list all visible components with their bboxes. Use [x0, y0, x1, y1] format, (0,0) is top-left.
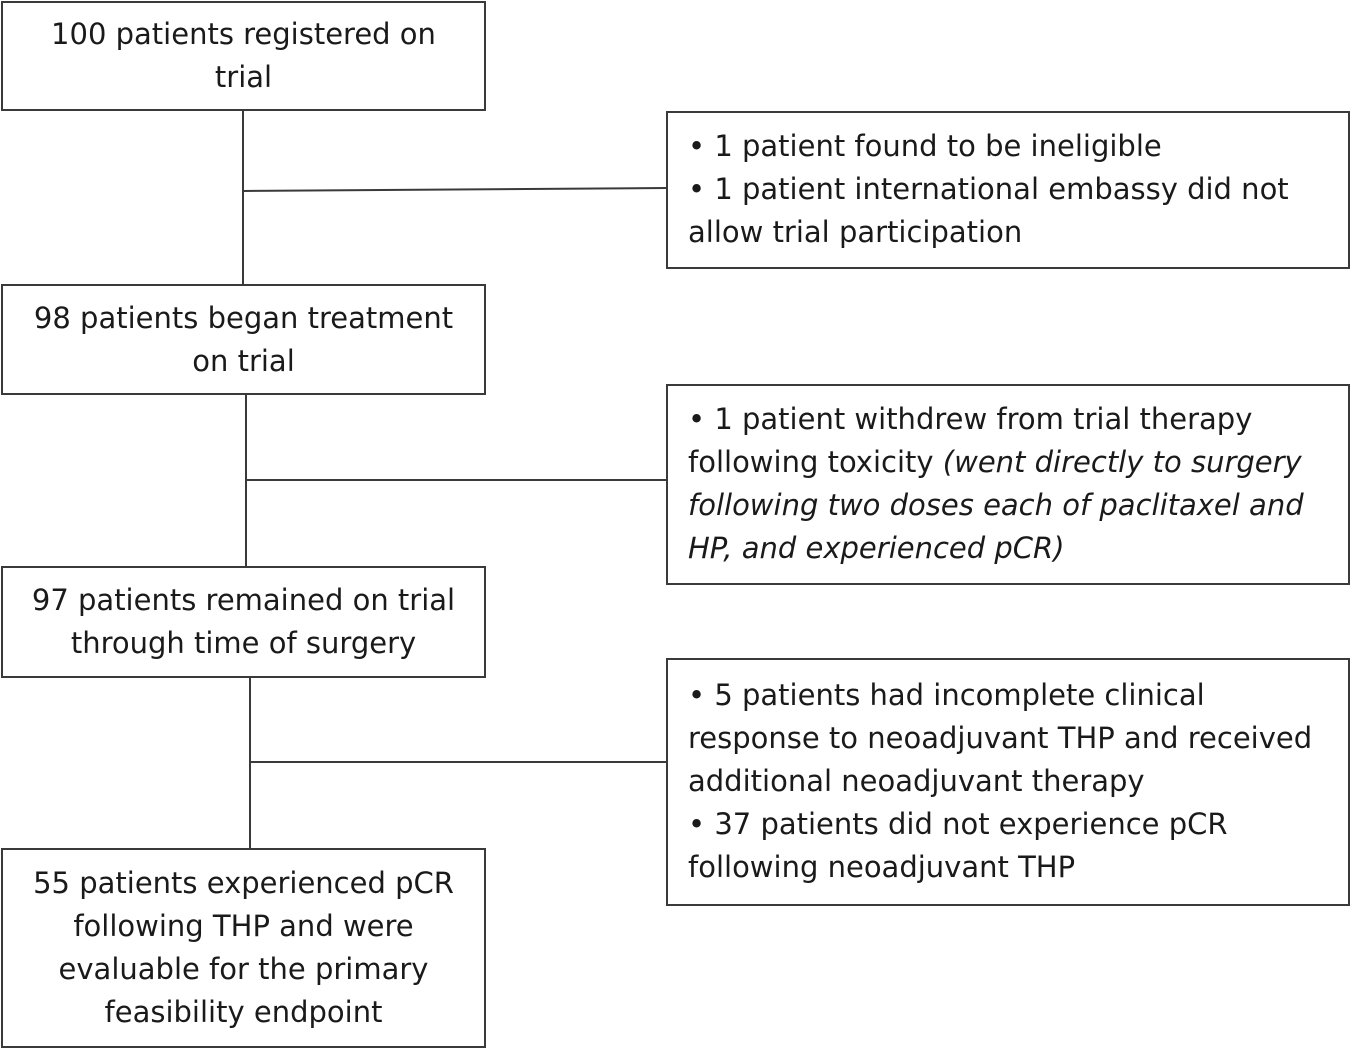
exclusions-box: • 1 patient found to be ineligible • 1 p… — [666, 111, 1350, 269]
exclusion-text-1: 1 patient found to be ineligible — [714, 129, 1162, 163]
pcr-line-2: following THP and were — [73, 909, 414, 943]
non-pcr-text-4: 37 patients did not experience pCR — [714, 807, 1228, 841]
withdrawal-line-3: following two doses each of paclitaxel a… — [688, 488, 1304, 522]
registered-box: 100 patients registered on trial — [1, 1, 486, 111]
pcr-line-3: evaluable for the primary — [58, 952, 429, 986]
registered-line-1: 100 patients registered on — [51, 17, 436, 51]
exclusion-item-1: • 1 patient found to be ineligible — [688, 125, 1334, 168]
remained-on-trial-box: 97 patients remained on trial through ti… — [1, 566, 486, 678]
withdrawal-line-1: • 1 patient withdrew from trial therapy — [688, 398, 1334, 441]
non-pcr-text-5: following neoadjuvant THP — [688, 850, 1076, 884]
pcr-line-4: feasibility endpoint — [104, 995, 383, 1029]
withdrawal-text-2-italic: (went directly to surgery — [942, 445, 1302, 479]
pcr-line-1: 55 patients experienced pCR — [33, 866, 454, 900]
remained-line-2: through time of surgery — [70, 626, 417, 660]
began-line-1: 98 patients began treatment — [33, 300, 454, 335]
withdrawal-line-2: following toxicity (went directly to sur… — [688, 441, 1334, 484]
exclusion-item-2: • 1 patient international embassy did no… — [688, 168, 1334, 211]
bullet-icon: • — [688, 678, 706, 712]
began-treatment-box: 98 patients began treatment on trial — [1, 284, 486, 395]
withdrawal-line-4: HP, and experienced pCR) — [688, 531, 1065, 565]
non-pcr-box: • 5 patients had incomplete clinical res… — [666, 658, 1350, 906]
remained-line-1: 97 patients remained on trial — [31, 583, 456, 617]
withdrawal-text-1: 1 patient withdrew from trial therapy — [714, 402, 1253, 436]
withdrawal-box: • 1 patient withdrew from trial therapy … — [666, 384, 1350, 585]
connector-to-exclusions — [242, 187, 668, 192]
exclusion-text-2: 1 patient international embassy did not — [714, 172, 1289, 206]
bullet-icon: • — [688, 129, 706, 163]
non-pcr-item-1: • 5 patients had incomplete clinical — [688, 674, 1334, 717]
exclusion-item-2-cont: allow trial participation — [688, 215, 1023, 249]
registered-line-2: trial — [214, 60, 273, 94]
began-line-2: on trial — [192, 343, 295, 378]
non-pcr-item-2: • 37 patients did not experience pCR — [688, 803, 1334, 846]
bullet-icon: • — [688, 402, 706, 436]
pcr-box: 55 patients experienced pCR following TH… — [1, 848, 486, 1048]
non-pcr-text-2: response to neoadjuvant THP and received — [688, 721, 1313, 755]
bullet-icon: • — [688, 172, 706, 206]
bullet-icon: • — [688, 807, 706, 841]
non-pcr-text-1: 5 patients had incomplete clinical — [714, 678, 1205, 712]
non-pcr-text-3: additional neoadjuvant therapy — [688, 764, 1145, 798]
withdrawal-text-2-plain: following toxicity — [688, 445, 943, 479]
